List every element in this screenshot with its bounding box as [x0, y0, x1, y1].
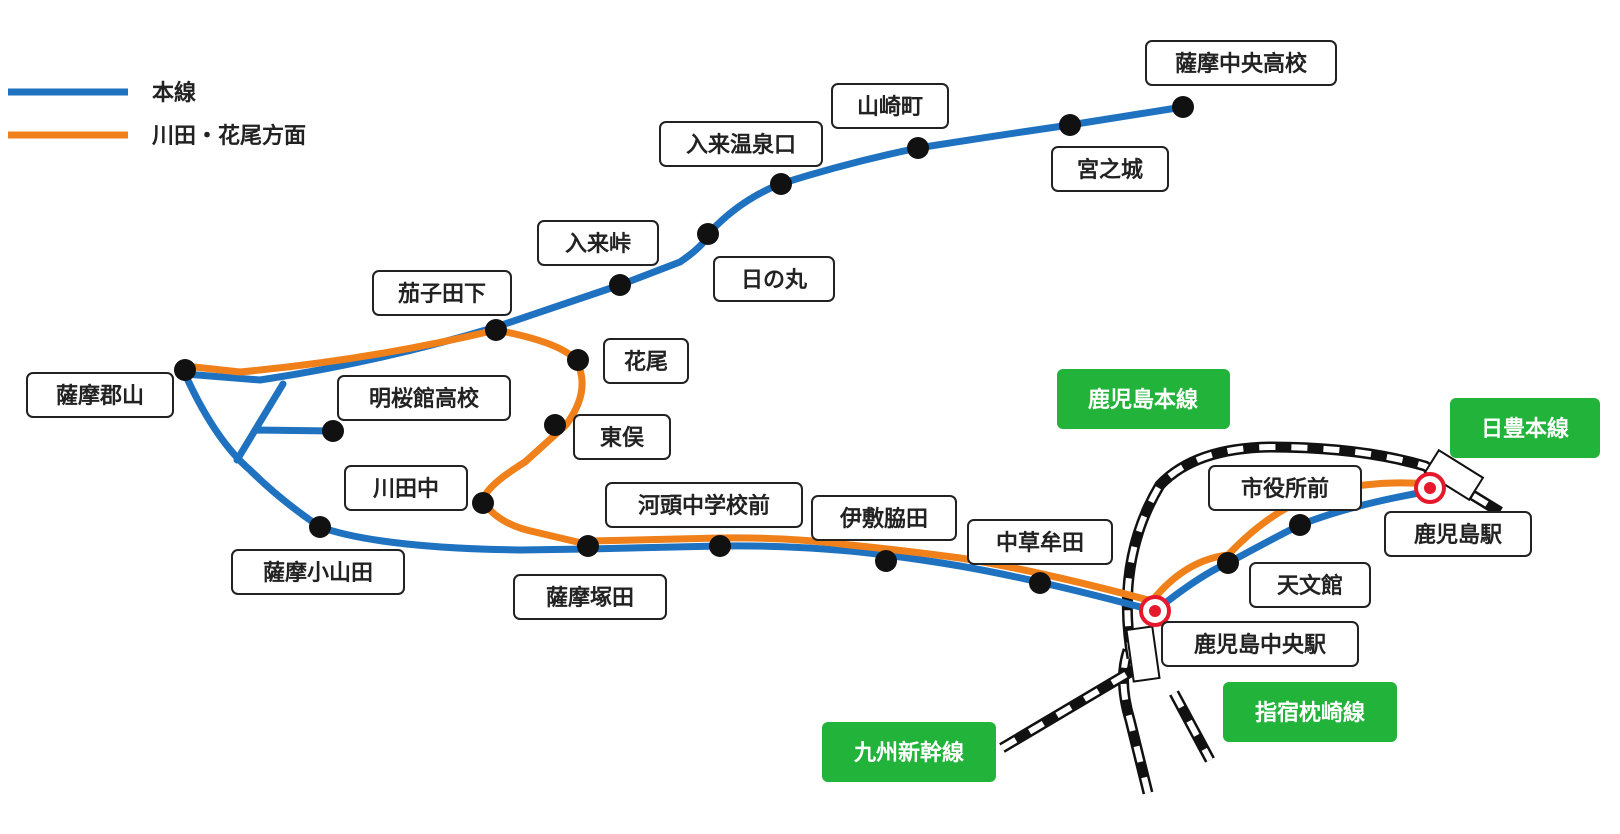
label-kagoshima-eki-text: 鹿児島駅	[1414, 522, 1502, 548]
station-dot-meioukan-koko[interactable]	[322, 420, 344, 442]
label-shiyakusho-mae[interactable]: 市役所前	[1208, 465, 1362, 511]
station-dot-iriki-onsenguchi[interactable]	[770, 173, 792, 195]
meioukan-spur	[233, 380, 337, 464]
label-kawadanaka-text: 川田中	[372, 477, 439, 502]
label-yamazakicho-text: 山崎町	[857, 95, 923, 120]
label-ishikiwakida[interactable]: 伊敷脇田	[811, 495, 957, 541]
station-dot-satsuma-koyamada[interactable]	[309, 516, 331, 538]
terminal-stations	[1139, 472, 1446, 627]
shinkansen-track-dash	[1000, 662, 1144, 751]
label-kawatou-chugakko-text: 河頭中学校前	[638, 493, 770, 519]
label-iriki-onsenguchi[interactable]: 入来温泉口	[659, 121, 823, 167]
station-dot-kawadanaka[interactable]	[472, 492, 494, 514]
label-iriki-toge[interactable]: 入来峠	[537, 220, 659, 266]
station-dot-higashimata[interactable]	[544, 414, 566, 436]
legend-main-line-label: 本線	[152, 80, 196, 106]
label-kagoshima-honsen[interactable]: 鹿児島本線	[1057, 369, 1230, 429]
label-iriki-toge-text: 入来峠	[565, 232, 631, 257]
label-shiyakusho-mae-text: 市役所前	[1241, 476, 1329, 502]
label-kawatou-chugakko[interactable]: 河頭中学校前	[605, 482, 803, 528]
kagoshima-eki-platform	[1423, 448, 1485, 502]
label-kagoshima-chuo[interactable]: 鹿児島中央駅	[1161, 621, 1359, 667]
label-iriki-onsenguchi-text: 入来温泉口	[686, 132, 796, 158]
terminal-kagoshima-eki[interactable]	[1414, 472, 1446, 504]
label-satsuma-chuo-koko[interactable]: 薩摩中央高校	[1145, 40, 1337, 86]
nippo-track-dash	[1124, 443, 1502, 659]
label-nasukodashimo-text: 茄子田下	[398, 282, 486, 307]
label-hinomaru-text: 日の丸	[741, 268, 808, 293]
kagoshima-chuo-platform	[1125, 625, 1161, 683]
station-dot-hinomaru[interactable]	[697, 223, 719, 245]
label-hanao-text: 花尾	[624, 349, 668, 375]
label-satsuma-chuo-koko-text: 薩摩中央高校	[1175, 51, 1308, 77]
label-higashimata-text: 東俣	[600, 426, 645, 451]
label-nasukodashimo[interactable]: 茄子田下	[372, 270, 512, 316]
label-meioukan-koko-text: 明桜館高校	[369, 386, 480, 412]
terminal-kagoshima-chuo[interactable]	[1139, 595, 1171, 627]
label-kyushu-shinkansen[interactable]: 九州新幹線	[822, 722, 996, 782]
label-miyanojo[interactable]: 宮之城	[1051, 146, 1169, 192]
label-kagoshima-chuo-text: 鹿児島中央駅	[1194, 632, 1326, 658]
label-ishikiwakida-text: 伊敷脇田	[839, 506, 928, 532]
station-labels: 薩摩中央高校 山崎町 宮之城 入来温泉口 入来峠 日の丸 茄子田下 薩摩郡山	[26, 40, 1532, 667]
station-dot-tenmonkan[interactable]	[1217, 552, 1239, 574]
label-nakakusamuta-text: 中草牟田	[996, 530, 1084, 556]
station-dot-satsuma-tsukada[interactable]	[577, 535, 599, 557]
station-dot-yamazakicho[interactable]	[907, 137, 929, 159]
other-line-labels: 鹿児島本線 日豊本線 指宿枕崎線 九州新幹線	[822, 369, 1600, 782]
station-dots	[174, 96, 1311, 594]
label-kagoshima-honsen-text: 鹿児島本線	[1088, 387, 1198, 413]
station-dot-satsuma-koriyama[interactable]	[174, 359, 196, 381]
label-miyanojo-text: 宮之城	[1077, 157, 1143, 183]
label-nippo-honsen-text: 日豊本線	[1481, 416, 1569, 442]
label-satsuma-koyamada-text: 薩摩小山田	[263, 560, 373, 586]
label-satsuma-koriyama[interactable]: 薩摩郡山	[26, 372, 174, 418]
label-ibusuki-makurazaki-text: 指宿枕崎線	[1255, 700, 1365, 726]
legend-branch-label: 川田・花尾方面	[151, 123, 306, 149]
label-hanao[interactable]: 花尾	[603, 338, 689, 384]
station-dot-hanao[interactable]	[567, 349, 589, 371]
terminal-center-icon	[1424, 482, 1436, 494]
label-yamazakicho[interactable]: 山崎町	[831, 83, 949, 129]
station-dot-nasukodashimo[interactable]	[485, 319, 507, 341]
legend: 本線 川田・花尾方面	[8, 80, 306, 149]
station-dot-nakakusamuta[interactable]	[1029, 572, 1051, 594]
station-dot-iriki-toge[interactable]	[609, 274, 631, 296]
label-nippo-honsen[interactable]: 日豊本線	[1450, 398, 1600, 458]
jr-lines	[999, 441, 1503, 795]
label-ibusuki-makurazaki[interactable]: 指宿枕崎線	[1223, 682, 1397, 742]
label-higashimata[interactable]: 東俣	[573, 414, 671, 460]
kagoshima-honsen-track-dash	[1120, 649, 1151, 794]
label-tenmonkan[interactable]: 天文館	[1249, 562, 1371, 608]
station-dot-shiyakusho-mae[interactable]	[1289, 514, 1311, 536]
branch-north	[181, 326, 594, 549]
station-dot-miyanojo[interactable]	[1059, 114, 1081, 136]
label-satsuma-koriyama-text: 薩摩郡山	[56, 383, 144, 409]
label-kagoshima-eki[interactable]: 鹿児島駅	[1384, 511, 1532, 557]
label-satsuma-tsukada[interactable]: 薩摩塚田	[513, 574, 667, 620]
station-dot-ishikiwakida[interactable]	[875, 550, 897, 572]
ibusuki-track-dash	[1171, 691, 1213, 762]
station-dot-kawatou-chugakko[interactable]	[709, 535, 731, 557]
label-tenmonkan-text: 天文館	[1277, 573, 1343, 599]
label-hinomaru[interactable]: 日の丸	[713, 256, 835, 302]
label-satsuma-koyamada[interactable]: 薩摩小山田	[231, 549, 405, 595]
label-nakakusamuta[interactable]: 中草牟田	[967, 519, 1113, 565]
label-meioukan-koko[interactable]: 明桜館高校	[337, 375, 511, 421]
label-kawadanaka[interactable]: 川田中	[344, 465, 468, 511]
label-kyushu-shinkansen-text: 九州新幹線	[853, 740, 964, 766]
terminal-center-icon	[1149, 605, 1161, 617]
station-dot-satsuma-chuo-koko[interactable]	[1172, 96, 1194, 118]
label-satsuma-tsukada-text: 薩摩塚田	[546, 585, 634, 611]
